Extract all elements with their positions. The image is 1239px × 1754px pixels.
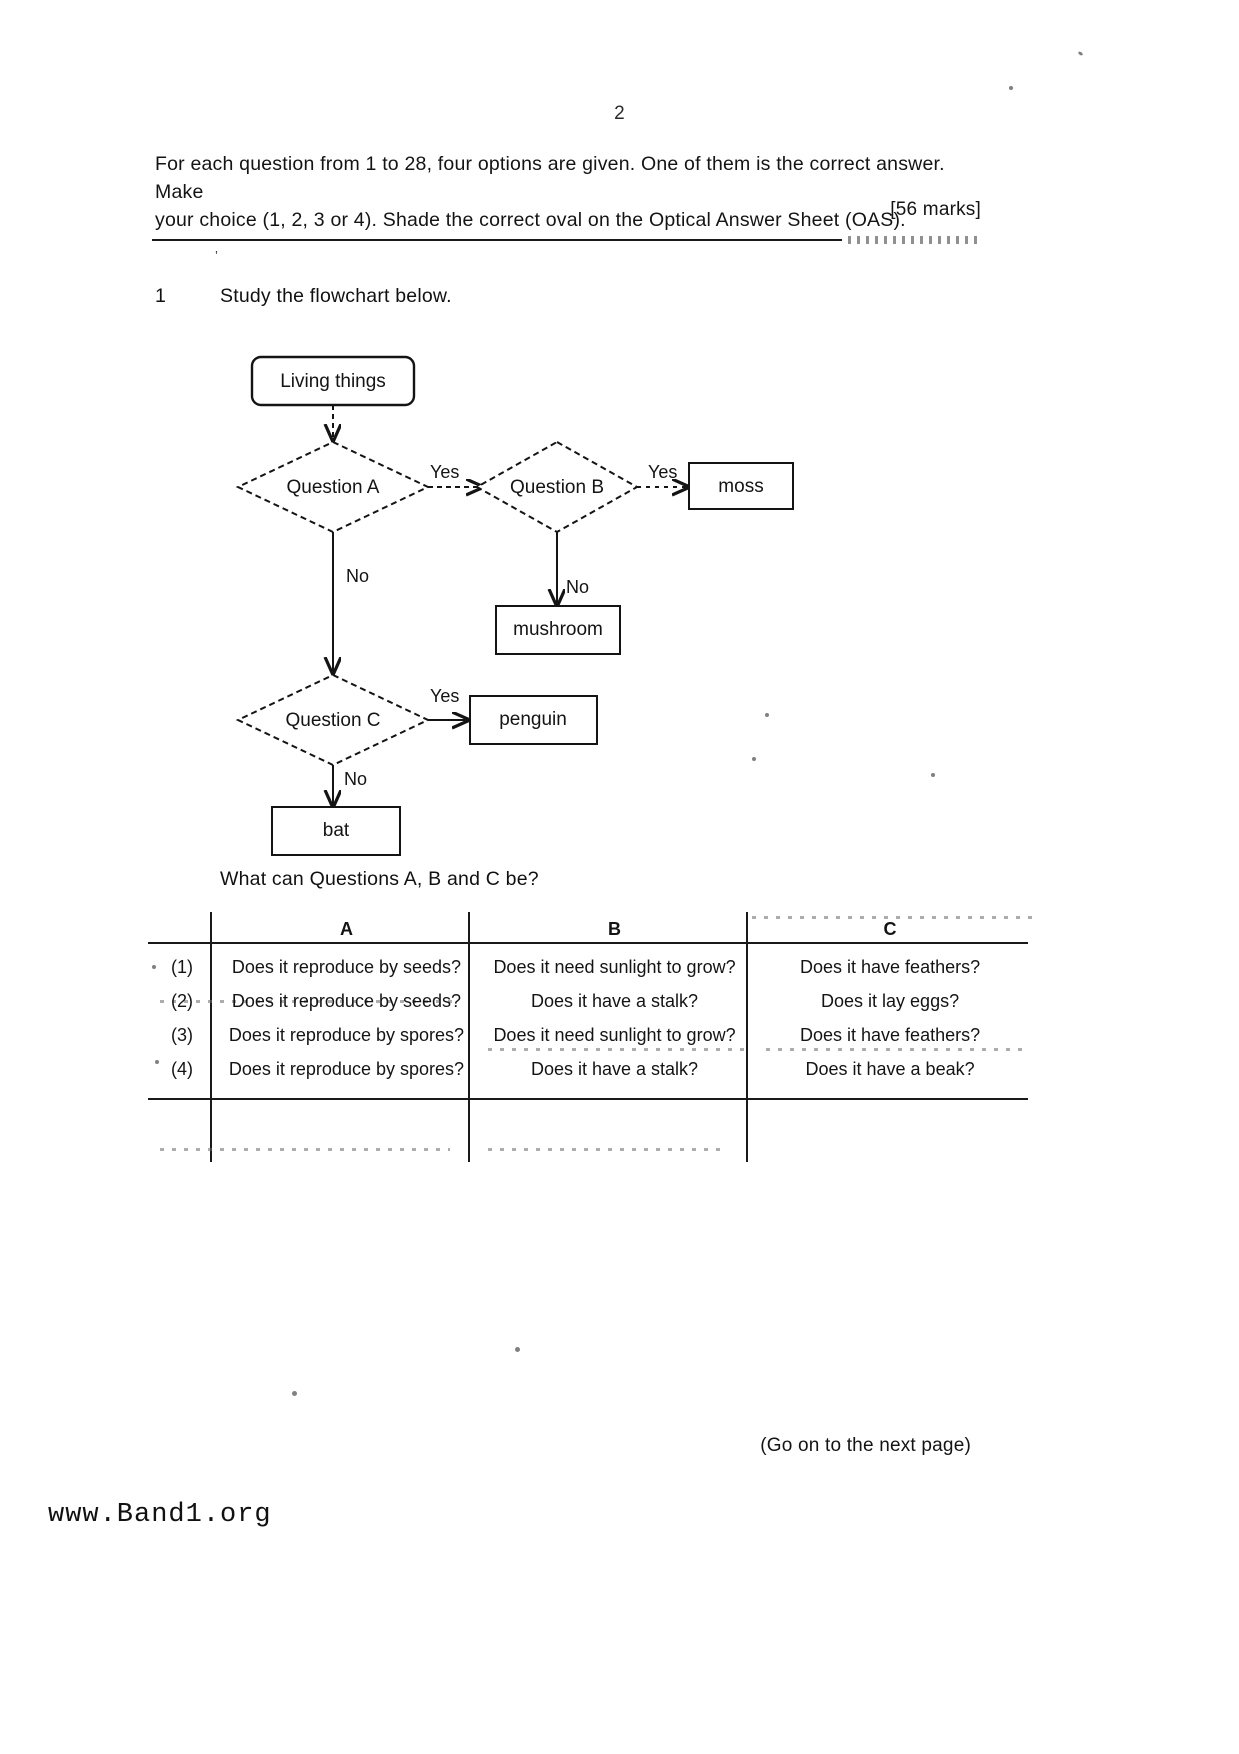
table-row[interactable]: (1) Does it reproduce by seeds? Does it … (148, 950, 1028, 984)
scan-dash-artifact (160, 1000, 460, 1003)
table-header-index (148, 912, 216, 950)
scan-speck (155, 1060, 159, 1064)
edge-label-c-yes: Yes (430, 686, 459, 706)
scan-dash-artifact (488, 1048, 748, 1051)
scan-speck (292, 1391, 297, 1396)
table-row[interactable]: (2) Does it reproduce by seeds? Does it … (148, 984, 1028, 1018)
node-question-b-label: Question B (510, 477, 604, 498)
node-mushroom-label: mushroom (513, 619, 603, 640)
option-label: (2) (170, 991, 193, 1011)
table-header-rule (148, 942, 1028, 944)
table-header-row: A B C (148, 912, 1028, 950)
scan-speck (752, 757, 756, 761)
node-moss-box (688, 462, 794, 510)
page-number: 2 (614, 103, 625, 124)
node-mushroom-box (495, 605, 621, 655)
divider-scan-artifact (848, 236, 978, 244)
site-watermark: www.Band1.org (48, 1500, 272, 1530)
option-cell-b: Does it have a stalk? (530, 1059, 699, 1079)
options-prompt: What can Questions A, B and C be? (220, 868, 539, 890)
node-living-things-label: Living things (280, 371, 386, 392)
option-cell-a: Does it reproduce by seeds? (231, 991, 462, 1011)
table-header-c: C (883, 919, 897, 939)
scan-speck (1077, 50, 1084, 57)
scan-speck (931, 773, 935, 777)
edge-label-c-no: No (344, 769, 367, 789)
option-cell-a: Does it reproduce by spores? (228, 1059, 465, 1079)
question-stem: Study the flowchart below. (220, 285, 452, 307)
marks-label: [56 marks] (890, 199, 981, 220)
instructions-line-2: your choice (1, 2, 3 or 4). Shade the co… (155, 209, 906, 231)
option-label: (4) (170, 1059, 193, 1079)
option-cell-b: Does it need sunlight to grow? (493, 957, 736, 977)
node-bat-box (271, 806, 401, 856)
option-cell-a: Does it reproduce by spores? (228, 1025, 465, 1045)
table-header-b: B (608, 919, 622, 939)
scan-speck (765, 713, 769, 717)
option-label: (1) (170, 957, 193, 977)
option-cell-c: Does it have feathers? (800, 1025, 981, 1045)
node-moss-label: moss (718, 476, 763, 497)
node-penguin-label: penguin (499, 709, 567, 730)
question-number: 1 (155, 285, 167, 307)
node-penguin-box (469, 695, 598, 745)
scan-dash-artifact (752, 916, 1032, 919)
scan-speck (515, 1347, 520, 1352)
go-to-next-page-note: (Go on to the next page) (760, 1435, 971, 1456)
scan-dash-artifact (488, 1148, 728, 1151)
edge-label-b-no: No (566, 577, 589, 597)
option-cell-b: Does it have a stalk? (530, 991, 699, 1011)
option-label: (3) (170, 1025, 193, 1045)
instructions-line-1: For each question from 1 to 28, four opt… (155, 153, 945, 203)
flowchart: Living things Question A Yes Question B … (0, 330, 1239, 870)
scan-speck: ’ (215, 248, 218, 263)
scan-dash-artifact (160, 1148, 450, 1151)
option-cell-c: Does it have a beak? (805, 1059, 975, 1079)
table-row4-rule (148, 1098, 1028, 1100)
edge-label-b-yes: Yes (648, 462, 677, 482)
option-cell-c: Does it have feathers? (800, 957, 981, 977)
edge-label-a-yes: Yes (430, 462, 459, 482)
node-question-c-label: Question C (285, 710, 380, 731)
option-cell-a: Does it reproduce by seeds? (231, 957, 462, 977)
scan-speck (1009, 86, 1013, 90)
table-row[interactable]: (4) Does it reproduce by spores? Does it… (148, 1052, 1028, 1086)
edge-label-a-no: No (346, 566, 369, 586)
scan-dash-artifact (766, 1048, 1026, 1051)
table-vrule-1 (210, 912, 212, 1162)
instructions-block: For each question from 1 to 28, four opt… (155, 150, 980, 234)
horizontal-divider (152, 239, 842, 241)
table-vrule-2 (468, 912, 470, 1162)
table-header-a: A (339, 919, 353, 939)
option-cell-c: Does it lay eggs? (821, 991, 960, 1011)
node-bat-label: bat (323, 820, 350, 841)
table-vrule-3 (746, 912, 748, 1162)
option-cell-b: Does it need sunlight to grow? (493, 1025, 736, 1045)
scan-speck (152, 965, 156, 969)
node-question-a-label: Question A (287, 477, 380, 498)
options-table: A B C (1) Does it reproduce by seeds? Do… (148, 912, 1028, 1086)
table-row[interactable]: (3) Does it reproduce by spores? Does it… (148, 1018, 1028, 1052)
